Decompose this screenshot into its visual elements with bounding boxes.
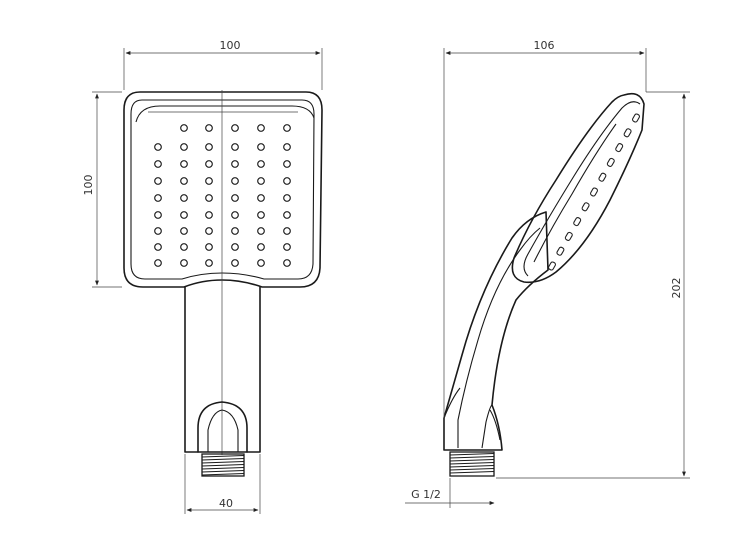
thread-line xyxy=(201,463,245,467)
side-nozzle xyxy=(606,157,615,167)
dim-side-width: 106 xyxy=(534,39,555,52)
front-nozzle xyxy=(231,243,239,251)
front-nozzle xyxy=(205,211,213,219)
front-nozzle xyxy=(283,243,291,251)
front-nozzle xyxy=(205,160,213,168)
front-nozzle xyxy=(257,259,265,267)
side-nozzle xyxy=(573,217,582,227)
thread-line xyxy=(449,470,495,474)
front-nozzle xyxy=(283,194,291,202)
front-nozzle xyxy=(205,194,213,202)
front-nozzle xyxy=(257,160,265,168)
front-nozzle xyxy=(154,160,162,168)
side-nozzle xyxy=(598,172,607,182)
front-nozzle xyxy=(180,160,188,168)
side-nozzle xyxy=(548,261,556,271)
front-nozzle xyxy=(257,243,265,251)
front-nozzle xyxy=(283,211,291,219)
front-nozzle xyxy=(180,243,188,251)
side-nozzle xyxy=(581,202,590,212)
front-nozzle xyxy=(180,227,188,235)
front-nozzle xyxy=(180,124,188,132)
front-nozzle xyxy=(257,211,265,219)
front-nozzle xyxy=(205,243,213,251)
side-head xyxy=(511,92,645,284)
front-nozzle xyxy=(231,211,239,219)
front-nozzle xyxy=(180,194,188,202)
front-nozzle xyxy=(257,227,265,235)
side-nozzle xyxy=(564,231,573,241)
front-nozzle xyxy=(283,143,291,151)
front-nozzle xyxy=(154,243,162,251)
front-nozzle xyxy=(231,143,239,151)
thread-line xyxy=(449,458,495,462)
front-nozzle xyxy=(180,211,188,219)
front-nozzle xyxy=(283,259,291,267)
thread-line xyxy=(449,452,495,456)
front-nozzle xyxy=(154,211,162,219)
front-nozzle xyxy=(283,177,291,185)
thread-line xyxy=(449,455,495,459)
dim-side-height: 202 xyxy=(670,278,683,299)
thread-line xyxy=(201,457,245,461)
dim-front-base: 40 xyxy=(219,497,233,510)
front-nozzle xyxy=(231,194,239,202)
front-nozzle xyxy=(231,227,239,235)
side-nozzle xyxy=(590,187,598,197)
front-nozzle xyxy=(231,160,239,168)
front-view: 100 100 40 xyxy=(82,39,323,514)
front-head-outer xyxy=(123,91,323,288)
front-nozzle xyxy=(231,177,239,185)
thread-line xyxy=(449,464,495,468)
side-nozzle xyxy=(632,113,640,123)
dim-front-width: 100 xyxy=(220,39,241,52)
front-nozzle xyxy=(205,259,213,267)
front-nozzle xyxy=(231,259,239,267)
thread-line xyxy=(201,469,245,473)
front-nozzle xyxy=(205,177,213,185)
front-nozzle xyxy=(154,194,162,202)
side-view: 106 202 G 1/2 xyxy=(405,39,690,508)
front-nozzle xyxy=(257,177,265,185)
front-nozzle xyxy=(154,259,162,267)
front-nozzle xyxy=(231,124,239,132)
front-nozzle xyxy=(283,160,291,168)
thread-line xyxy=(449,467,495,471)
side-nozzle xyxy=(623,128,632,138)
side-nozzle xyxy=(556,246,565,256)
front-nozzle xyxy=(180,259,188,267)
front-handle xyxy=(184,286,261,453)
side-nozzle-row xyxy=(548,113,640,271)
front-nozzle xyxy=(283,227,291,235)
front-nozzle xyxy=(154,227,162,235)
side-thread xyxy=(449,451,495,477)
front-nozzle xyxy=(257,143,265,151)
front-nozzle xyxy=(205,124,213,132)
dim-front-height: 100 xyxy=(82,175,95,196)
front-nozzle xyxy=(205,143,213,151)
front-connector-dome xyxy=(197,401,248,453)
front-nozzle xyxy=(154,177,162,185)
thread-line xyxy=(449,461,495,465)
front-nozzle xyxy=(257,194,265,202)
front-nozzle xyxy=(205,227,213,235)
front-nozzle-grid xyxy=(154,124,291,267)
front-head-lip xyxy=(135,105,315,123)
thread-line xyxy=(201,454,245,458)
front-nozzle xyxy=(283,124,291,132)
thread-line xyxy=(201,460,245,464)
front-nozzle xyxy=(180,143,188,151)
front-nozzle xyxy=(257,124,265,132)
front-nozzle xyxy=(154,143,162,151)
thread-line xyxy=(201,472,245,476)
thread-line xyxy=(201,466,245,470)
side-nozzle xyxy=(615,143,624,153)
dim-thread: G 1/2 xyxy=(411,488,441,501)
front-nozzle xyxy=(180,177,188,185)
front-thread xyxy=(201,453,245,477)
side-handle xyxy=(443,211,549,451)
